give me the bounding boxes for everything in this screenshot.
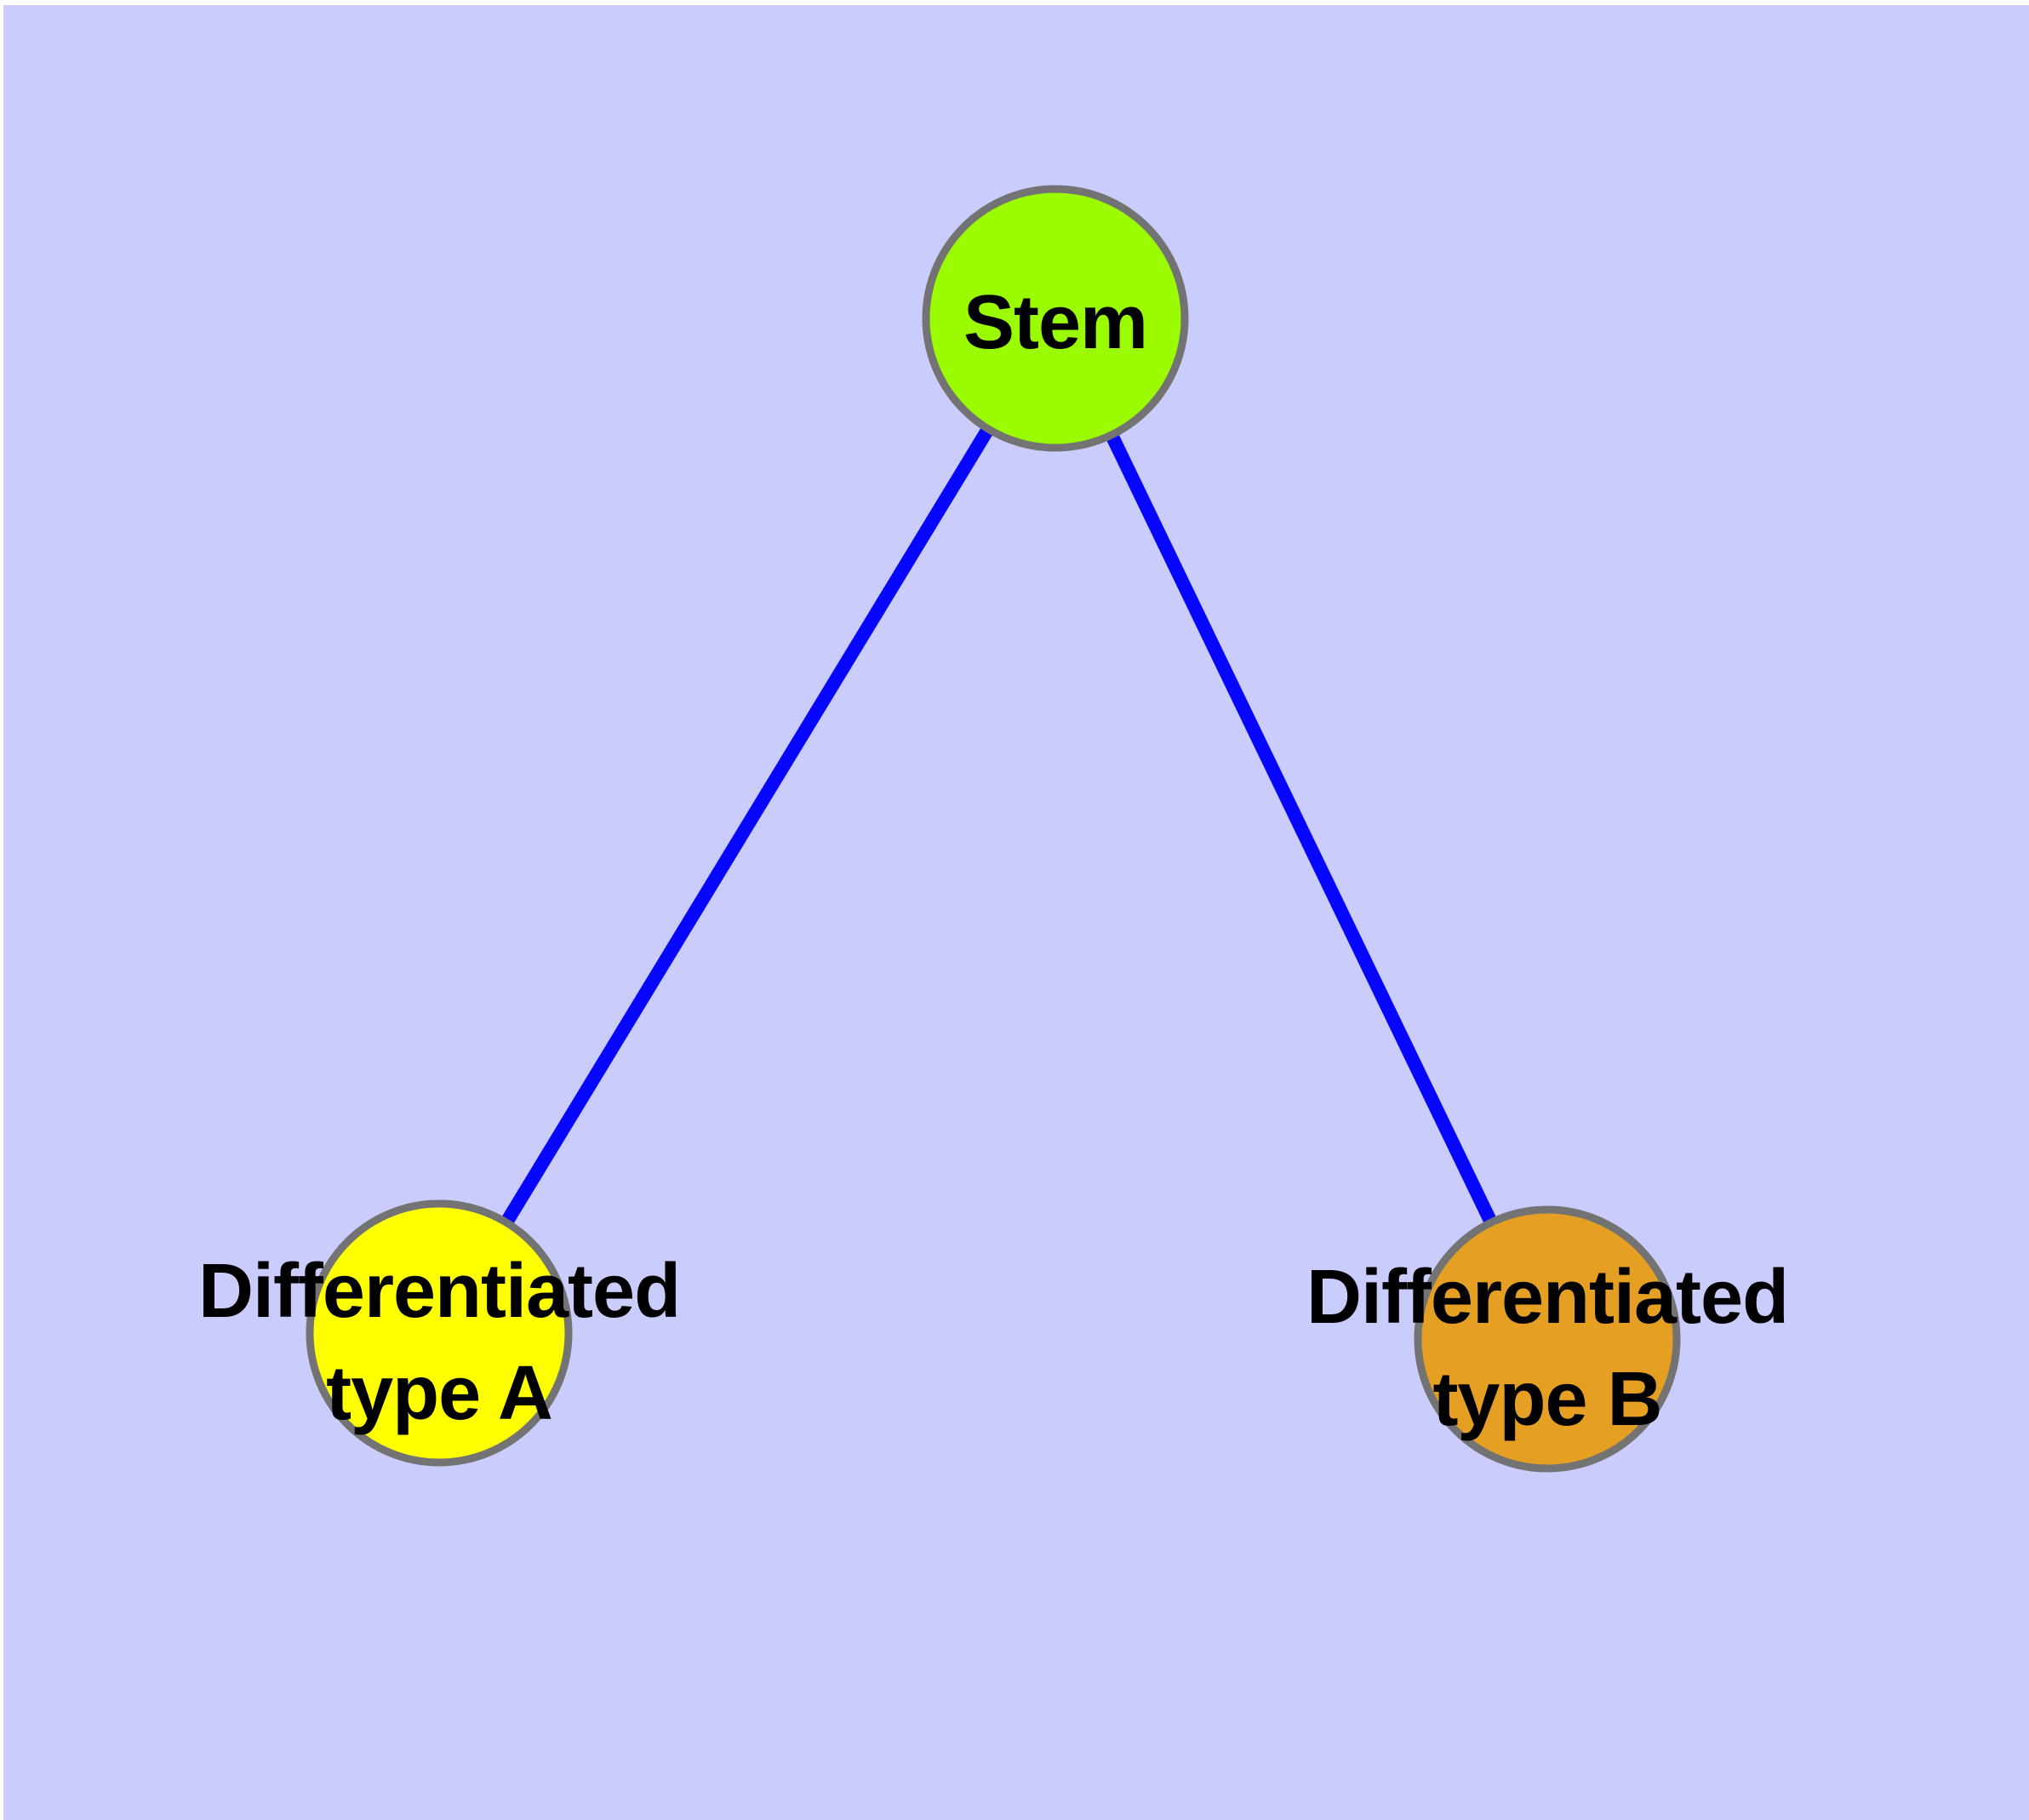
- edge-stem-to-type-b: [1049, 315, 1554, 1342]
- node-stem: [922, 185, 1189, 452]
- edge-stem-to-type-a: [433, 314, 1061, 1337]
- node-differentiated-type-b: [1414, 1205, 1681, 1473]
- node-differentiated-type-a: [306, 1199, 573, 1467]
